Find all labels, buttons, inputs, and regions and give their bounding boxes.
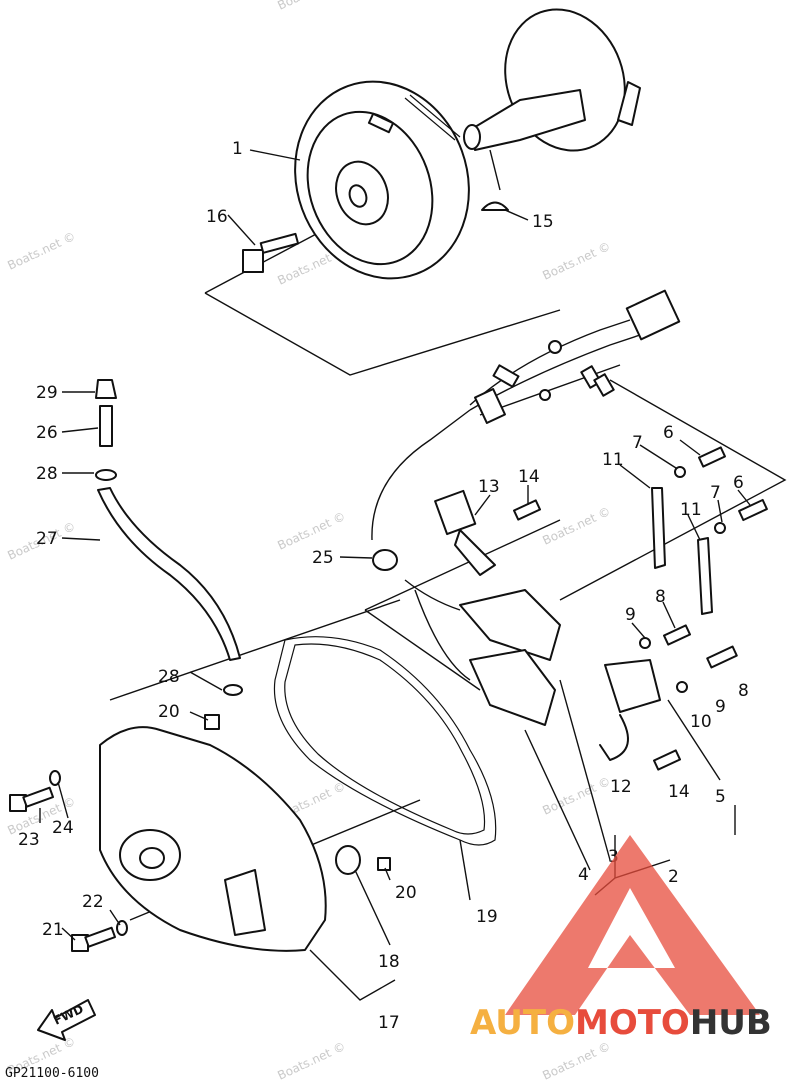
label-part-29: 29: [36, 383, 58, 403]
label-part-8b: 8: [738, 681, 749, 701]
label-part-22: 22: [82, 892, 104, 912]
leader-lines: [39, 149, 751, 1001]
part-number-labels: 1 2 3 4 5 6 6 7 7 8 8 9 9 10 11 11 12 13…: [18, 139, 749, 1033]
label-part-11b: 11: [680, 500, 702, 520]
label-part-8a: 8: [655, 587, 666, 607]
logo-moto: MOTO: [575, 1003, 690, 1043]
logo-triangle-mark: [505, 835, 760, 1015]
wiring-harness: [371, 289, 681, 541]
crankcase-cover: [99, 714, 391, 952]
diagram-code: GP21100-6100: [5, 1066, 99, 1081]
watermark: Boats.net ©: [275, 0, 347, 13]
label-part-9a: 9: [625, 605, 636, 625]
label-part-26: 26: [36, 423, 58, 443]
label-part-15: 15: [532, 212, 554, 232]
label-part-14b: 14: [668, 782, 690, 802]
label-part-17: 17: [378, 1013, 400, 1033]
logo-hub: HUB: [690, 1003, 772, 1043]
watermark: Boats.net ©: [275, 1039, 347, 1083]
watermark: Boats.net ©: [540, 1039, 612, 1083]
label-part-19: 19: [476, 907, 498, 927]
label-part-18: 18: [378, 952, 400, 972]
gasket: [273, 636, 497, 846]
bolt-16: [242, 232, 300, 273]
label-part-9b: 9: [715, 697, 726, 717]
label-part-7a: 7: [632, 433, 643, 453]
watermark: Boats.net ©: [275, 509, 347, 553]
label-part-4: 4: [578, 865, 589, 885]
label-part-21: 21: [42, 920, 64, 940]
label-part-2: 2: [668, 867, 679, 887]
woodruff-key: [481, 201, 509, 211]
label-part-7b: 7: [710, 483, 721, 503]
watermark: Boats.net ©: [5, 229, 77, 273]
label-part-14a: 14: [518, 467, 540, 487]
label-part-24: 24: [52, 818, 74, 838]
label-part-3: 3: [608, 847, 619, 867]
label-part-13: 13: [478, 477, 500, 497]
hose-parts: [95, 379, 243, 696]
label-part-1: 1: [232, 139, 243, 159]
cover-bolts: [9, 770, 128, 952]
label-part-20b: 20: [395, 883, 417, 903]
watermark: Boats.net ©: [540, 504, 612, 548]
coil-parts: [404, 579, 738, 871]
watermark: Boats.net ©: [540, 239, 612, 283]
automotohub-logo: AUTOMOTOHUB: [470, 835, 772, 1043]
label-part-5: 5: [715, 787, 726, 807]
label-part-10: 10: [690, 712, 712, 732]
label-part-25: 25: [312, 548, 334, 568]
label-part-6a: 6: [663, 423, 674, 443]
label-part-27: 27: [36, 529, 58, 549]
watermark: Boats.net ©: [540, 774, 612, 818]
assembly-outlines: [109, 231, 787, 921]
flywheel-rotor: [294, 80, 470, 280]
rectifier-parts: [372, 446, 768, 615]
stator-hub: [463, 8, 641, 152]
label-part-11a: 11: [602, 450, 624, 470]
logo-text: AUTOMOTOHUB: [470, 1003, 772, 1043]
label-part-20a: 20: [158, 702, 180, 722]
fwd-arrow: FWD: [37, 999, 96, 1041]
label-part-6b: 6: [733, 473, 744, 493]
label-part-23: 23: [18, 830, 40, 850]
label-part-28b: 28: [158, 667, 180, 687]
logo-auto: AUTO: [470, 1003, 575, 1043]
label-part-16: 16: [206, 207, 228, 227]
label-part-28a: 28: [36, 464, 58, 484]
label-part-12: 12: [610, 777, 632, 797]
